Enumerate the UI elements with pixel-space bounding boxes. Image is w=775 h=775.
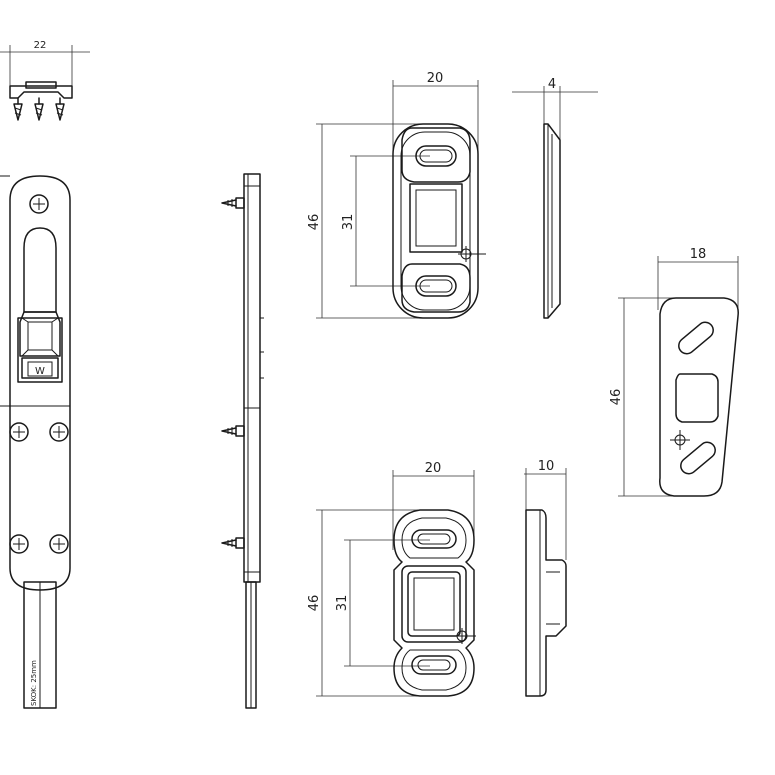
dim-top-plate-height: 46: [307, 214, 322, 231]
dim-top-plate-thickness: 4: [548, 77, 556, 92]
bolt-stroke-label: SKOK: 25mm: [30, 660, 38, 706]
screw-side-icon: [221, 425, 245, 437]
flat-strike-plate: 18 46: [609, 247, 739, 497]
keeper-plate-top-front: 20 46 31: [307, 71, 486, 319]
dim-keeper-width: 22: [34, 40, 47, 51]
dim-bottom-plate-depth: 10: [538, 459, 555, 474]
screw-side-icon: [221, 197, 245, 209]
screw-side-icon: [221, 537, 245, 549]
dim-flat-plate-width: 18: [690, 247, 707, 262]
screw-icon: [9, 422, 29, 442]
keeper-plate-top-side: 4: [512, 77, 598, 319]
screw-icon: [49, 422, 69, 442]
dim-top-plate-slot-spacing: 31: [341, 214, 356, 231]
dim-flat-plate-height: 46: [609, 389, 624, 406]
dim-bottom-plate-width: 20: [425, 461, 442, 476]
keeper-plate-bottom-front: 20 46 31: [307, 461, 476, 697]
brand-logo: W: [35, 366, 45, 377]
screw-icon: [49, 534, 69, 554]
screw-icon: [29, 194, 49, 214]
dim-top-plate-width: 20: [427, 71, 444, 86]
bolt-side-view: [221, 173, 264, 709]
screw-icon: [9, 534, 29, 554]
bolt-front-view: W SKOK: 25mm: [0, 175, 71, 709]
keeper-side-view: 22: [0, 40, 90, 121]
keeper-plate-bottom-side: 10: [524, 459, 567, 697]
dim-bottom-plate-height: 46: [307, 595, 322, 612]
dim-bottom-plate-slot-spacing: 31: [335, 595, 350, 612]
